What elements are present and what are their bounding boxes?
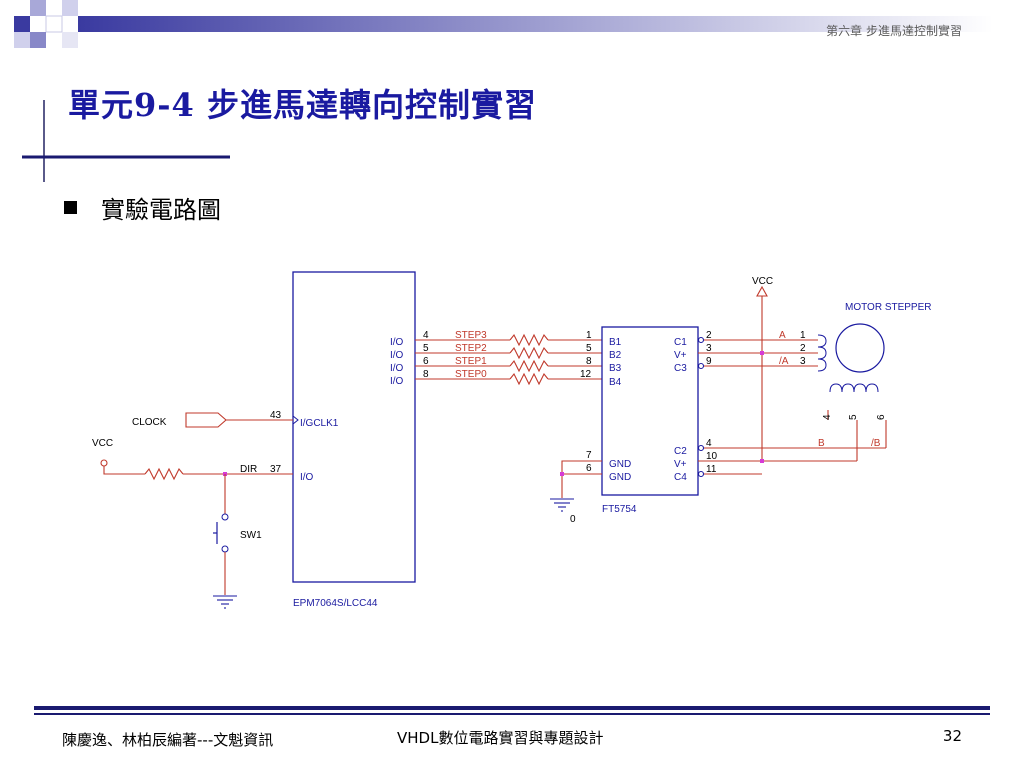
ground-label: 0 [570, 514, 576, 525]
motor-pin: 5 [848, 414, 859, 420]
driver-out-pin: 2 [706, 330, 712, 341]
driver-gnd-label: GND [609, 459, 631, 470]
page-number: 32 [942, 727, 962, 745]
driver-in-label: B1 [609, 337, 622, 348]
cpld-io-label: I/O [390, 363, 404, 374]
driver-out-pin: 4 [706, 438, 712, 449]
cpld-clk-label: I/GCLK1 [300, 418, 339, 429]
driver-in-pin: 5 [586, 343, 592, 354]
chapter-header: 第六章 步進馬達控制實習 [826, 24, 962, 38]
driver-in-pin: 8 [586, 356, 592, 367]
dir-label: DIR [240, 464, 257, 475]
clock-input-symbol [185, 412, 227, 428]
footer-bars [34, 706, 990, 715]
motor-coil-b [829, 383, 879, 393]
driver-gnd-pin: 6 [586, 463, 592, 474]
footer-authors: 陳慶逸、林柏辰編著---文魁資訊 [62, 731, 274, 749]
driver-out-label: C4 [674, 472, 687, 483]
cpld-io-label: I/O [390, 376, 404, 387]
footer-book-title: VHDL數位電路實習與專題設計 [397, 729, 604, 747]
phase-label: /B [871, 438, 881, 449]
driver-out-label: V+ [674, 350, 687, 361]
cpld-pin-number: 6 [423, 356, 429, 367]
driver-box [601, 326, 699, 496]
driver-in-label: B2 [609, 350, 622, 361]
step-label: STEP3 [455, 330, 487, 341]
bullet-item: 實驗電路圖 [64, 190, 221, 225]
cpld-part-name: EPM7064S/LCC44 [293, 598, 378, 609]
driver-out-pin: 3 [706, 343, 712, 354]
motor-coil-a [817, 334, 827, 372]
driver-out-pin: 9 [706, 356, 712, 367]
cpld-io2-label: I/O [300, 472, 314, 483]
cpld-dir-pin: 37 [270, 464, 282, 475]
step-label: STEP0 [455, 369, 487, 380]
junction-dot [760, 351, 764, 355]
vcc-left-label: VCC [92, 438, 113, 449]
phase-label: B [818, 438, 825, 449]
cpld-io-label: I/O [390, 350, 404, 361]
cpld-pin-number: 8 [423, 369, 429, 380]
driver-in-pin: 12 [580, 369, 592, 380]
vcc-top-label: VCC [752, 276, 773, 287]
square-bullet-icon [64, 201, 77, 214]
motor-label: MOTOR STEPPER [845, 302, 932, 313]
ground-icon [550, 498, 574, 512]
cpld-box [292, 271, 416, 583]
driver-gnd-pin: 7 [586, 450, 592, 461]
driver-out-pin: 11 [706, 464, 717, 475]
junction-dot [760, 459, 764, 463]
motor-pin: 1 [800, 330, 806, 341]
driver-in-label: B4 [609, 377, 622, 388]
cpld-io-label: I/O [390, 337, 404, 348]
cpld-pin-number: 4 [423, 330, 429, 341]
motor-pin: 6 [876, 414, 887, 420]
driver-in-pin: 1 [586, 330, 592, 341]
driver-in-label: B3 [609, 363, 622, 374]
driver-out-label: C3 [674, 363, 687, 374]
motor-pin: 2 [800, 343, 806, 354]
circuit-diagram: I/O I/O I/O I/O I/GCLK1 I/O EPM7064S/LCC… [92, 271, 932, 609]
page-title: 單元9-4 步進馬達轉向控制實習 [68, 86, 537, 124]
driver-part-name: FT5754 [602, 504, 637, 515]
motor-symbol [835, 323, 885, 373]
motor-pin: 4 [822, 414, 833, 420]
phase-label: /A [779, 356, 789, 367]
step-label: STEP2 [455, 343, 487, 354]
cpld-clk-pin: 43 [270, 410, 282, 421]
driver-out-label: C1 [674, 337, 687, 348]
driver-gnd-label: GND [609, 472, 631, 483]
driver-out-label: C2 [674, 446, 687, 457]
vcc-arrow-icon [756, 285, 768, 297]
switch-label: SW1 [240, 530, 262, 541]
corner-decoration [14, 0, 993, 48]
driver-out-label: V+ [674, 459, 687, 470]
junction-dot [560, 472, 564, 476]
ground-icon [213, 595, 237, 609]
motor-pin: 3 [800, 356, 806, 367]
driver-out-pin: 10 [706, 451, 718, 462]
phase-label: A [779, 330, 786, 341]
cpld-pin-number: 5 [423, 343, 429, 354]
bullet-text: 實驗電路圖 [101, 196, 221, 224]
clock-label: CLOCK [132, 417, 167, 428]
title-guides [22, 100, 230, 182]
step-label: STEP1 [455, 356, 487, 367]
